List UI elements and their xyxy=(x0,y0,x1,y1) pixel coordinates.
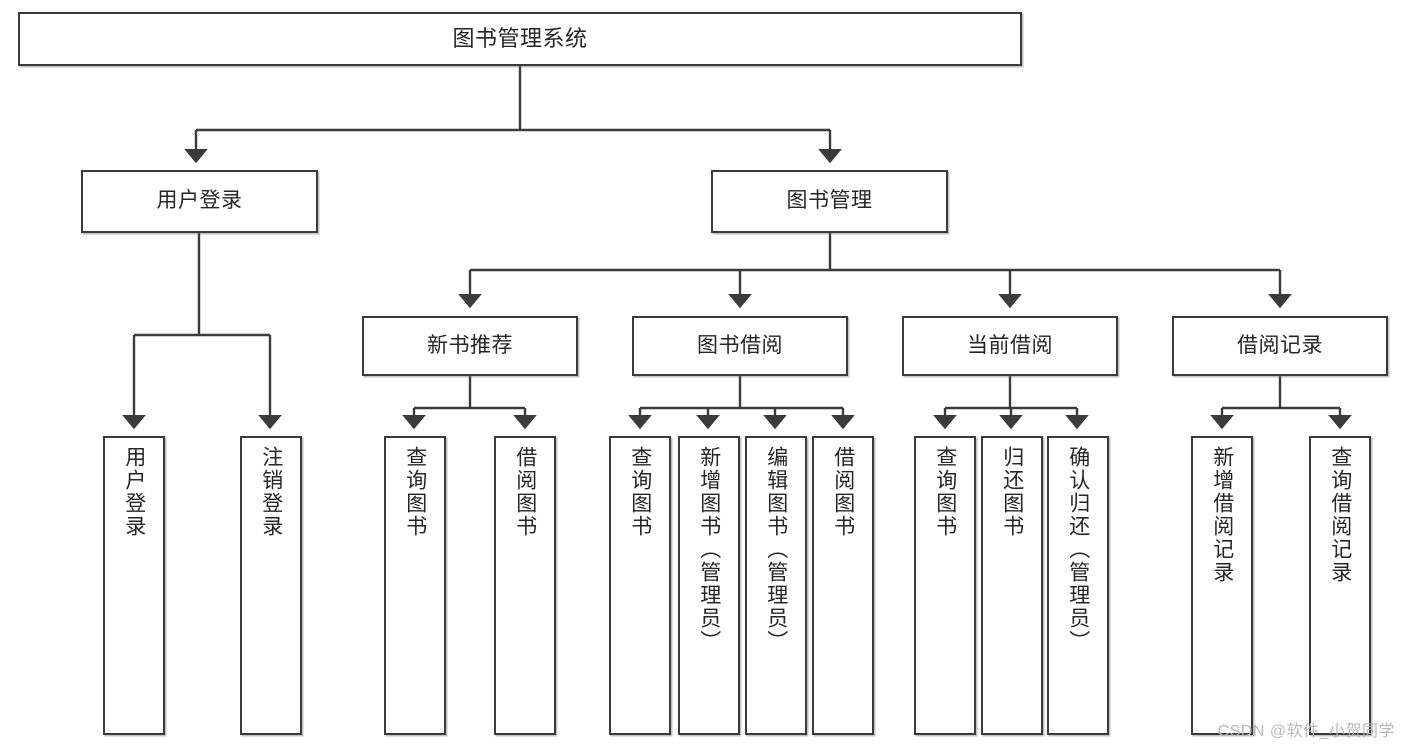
node-book-borrow[interactable]: 图书借阅 xyxy=(632,316,848,376)
leaf-new-book-borrow[interactable]: 借阅图书 xyxy=(494,436,556,735)
leaf-new-book-borrow-label: 借阅图书 xyxy=(513,446,537,538)
node-current-borrow[interactable]: 当前借阅 xyxy=(902,316,1118,376)
leaf-book-add[interactable]: 新增图书（管理员） xyxy=(678,436,740,735)
node-new-book[interactable]: 新书推荐 xyxy=(362,316,578,376)
leaf-book-add-label: 新增图书（管理员） xyxy=(697,446,721,653)
leaf-return-book-label: 归还图书 xyxy=(1000,446,1024,538)
leaf-new-book-query-label: 查询图书 xyxy=(403,446,427,538)
node-borrow-record-label: 借阅记录 xyxy=(1237,333,1323,357)
leaf-return-book[interactable]: 归还图书 xyxy=(981,436,1043,735)
leaf-logout[interactable]: 注销登录 xyxy=(240,436,302,735)
leaf-query-record[interactable]: 查询借阅记录 xyxy=(1309,436,1371,735)
node-current-borrow-label: 当前借阅 xyxy=(967,333,1053,357)
node-book-borrow-label: 图书借阅 xyxy=(697,333,783,357)
leaf-book-borrow-action[interactable]: 借阅图书 xyxy=(812,436,874,735)
leaf-book-edit[interactable]: 编辑图书（管理员） xyxy=(745,436,807,735)
leaf-book-borrow-action-label: 借阅图书 xyxy=(831,446,855,538)
node-root[interactable]: 图书管理系统 xyxy=(18,12,1022,66)
leaf-logout-label: 注销登录 xyxy=(259,446,283,538)
leaf-query-record-label: 查询借阅记录 xyxy=(1328,446,1352,584)
node-user-login[interactable]: 用户登录 xyxy=(81,170,318,233)
leaf-add-record[interactable]: 新增借阅记录 xyxy=(1191,436,1253,735)
watermark: CSDN @软件_小贺同学 xyxy=(1217,723,1395,740)
leaf-book-edit-label: 编辑图书（管理员） xyxy=(764,446,788,653)
leaf-confirm-return[interactable]: 确认归还（管理员） xyxy=(1047,436,1109,735)
leaf-book-borrow-query-label: 查询图书 xyxy=(628,446,652,538)
leaf-book-borrow-query[interactable]: 查询图书 xyxy=(609,436,671,735)
node-book-manage-label: 图书管理 xyxy=(786,189,873,213)
node-borrow-record[interactable]: 借阅记录 xyxy=(1172,316,1388,376)
node-new-book-label: 新书推荐 xyxy=(427,333,513,357)
leaf-current-query[interactable]: 查询图书 xyxy=(914,436,976,735)
node-user-login-label: 用户登录 xyxy=(156,189,243,213)
node-book-manage[interactable]: 图书管理 xyxy=(711,170,948,233)
leaf-confirm-return-label: 确认归还（管理员） xyxy=(1066,446,1090,653)
leaf-user-login[interactable]: 用户登录 xyxy=(103,436,165,735)
node-root-label: 图书管理系统 xyxy=(452,26,588,52)
leaf-current-query-label: 查询图书 xyxy=(933,446,957,538)
leaf-user-login-label: 用户登录 xyxy=(122,446,146,538)
leaf-add-record-label: 新增借阅记录 xyxy=(1210,446,1234,584)
leaf-new-book-query[interactable]: 查询图书 xyxy=(384,436,446,735)
